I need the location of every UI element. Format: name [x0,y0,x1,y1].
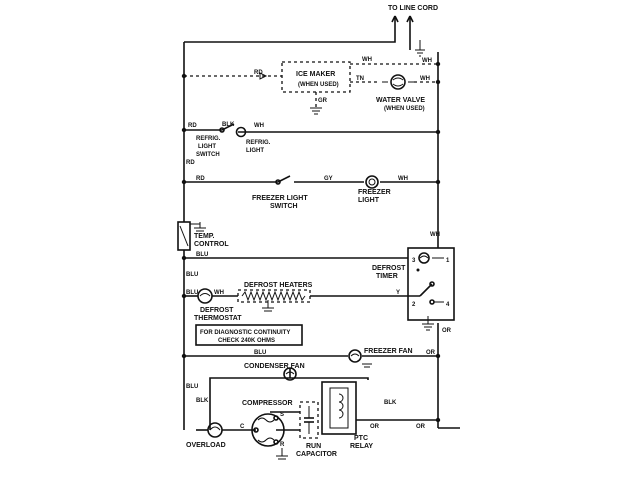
wire-label-wh: WH [422,58,432,64]
wire-label-blu: BLU [196,252,208,258]
wire-label-y: Y [396,290,400,296]
ground-icon [422,316,434,331]
wire-label-blk: BLK [222,122,235,128]
ice-maker-box [281,61,351,93]
wire-label-blu: BLU [186,290,198,296]
defrost-heaters-label: DEFROST HEATERS [244,282,313,289]
terminal-s: S [280,412,284,418]
defrost-timer-label: DEFROST [372,265,406,272]
refrig-light-switch-label: LIGHT [198,144,216,150]
refrig-light-label: LIGHT [246,148,264,154]
freezer-fan-label: FREEZER FAN [364,348,413,355]
refrig-light-switch-icon [219,127,225,133]
wire-label-wh: WH [420,76,430,82]
defrost-thermostat-label: DEFROST [200,307,234,314]
terminal-1: 1 [446,258,450,264]
wire-label-rd: RD [254,70,263,76]
wire-label-blu: BLU [254,350,266,356]
terminal-4: 4 [446,302,450,308]
freezer-light-switch-label: FREEZER LIGHT [252,195,308,202]
defrost-thermostat-icon [197,288,213,304]
defrost-heater-icon [237,289,311,303]
wire-label-or: OR [426,350,436,356]
ground-icon [310,107,322,115]
water-valve-title: WATER VALVE [376,97,425,104]
wire-label-blu: BLU [186,384,198,390]
ground-icon [194,222,206,232]
junction-dots [181,61,441,423]
condenser-fan-icon [283,367,297,381]
wire-label-wh: WH [254,123,264,129]
ptc-relay-icon [321,381,357,435]
run-capacitor-icon [299,401,319,439]
run-capacitor-label: CAPACITOR [296,451,337,458]
wire-label-rd: RD [186,160,195,166]
refrig-light-switch-label: SWITCH [196,152,220,158]
ptc-relay-label: RELAY [350,443,373,450]
wire-label-blu: BLU [186,272,198,278]
wire-label-tn: TN [356,76,364,82]
freezer-fan-icon [348,349,362,363]
arrow-left-icon [259,72,268,80]
defrost-timer-label: TIMER [376,273,398,280]
freezer-light-switch-label: SWITCH [270,203,298,210]
refrig-light-label: REFRIG. [246,140,271,146]
terminal-r: R [280,442,285,448]
terminal-2: 2 [412,302,416,308]
refrig-light-bulb-icon [235,126,247,138]
wire-label-gr: GR [318,98,328,104]
wire-label-blk: BLK [384,400,397,406]
ptc-relay-label: PTC [354,435,368,442]
freezer-light-switch-icon [275,179,281,185]
wire-label-or: OR [442,328,452,334]
defrost-timer-icon [407,247,455,321]
wire-label-rd: RD [196,176,205,182]
diagnostic-note-text: FOR DIAGNOSTIC CONTINUITY [200,330,290,336]
freezer-light-label: FREEZER [358,189,391,196]
wire-label-wh: WH [398,176,408,182]
wire-label-gy: GY [324,176,333,182]
run-capacitor-label: RUN [306,443,321,450]
overload-label: OVERLOAD [186,442,226,449]
temp-control-label: CONTROL [194,241,229,248]
wire-label-wh: WH [430,232,440,238]
line-cord-label: TO LINE CORD [388,5,438,12]
ground-icon [262,300,274,312]
water-valve-subtitle: (WHEN USED) [384,106,425,112]
compressor-label: COMPRESSOR [242,400,293,407]
terminal-3: 3 [412,258,416,264]
ice-maker-title: ICE MAKER [296,71,335,78]
ice-maker-subtitle: (WHEN USED) [298,82,339,88]
ground-icon [362,363,372,368]
terminal-c: C [240,424,245,430]
temp-control-label: TEMP. [194,233,215,240]
wire-label-blk: BLK [196,398,209,404]
wire-label-rd: RD [188,123,197,129]
compressor-icon [251,413,285,447]
freezer-light-bulb-icon [365,175,379,189]
freezer-light-label: LIGHT [358,197,380,204]
condenser-fan-label: CONDENSER FAN [244,363,305,370]
wiring [183,15,460,431]
overload-icon [207,422,223,438]
wire-label-wh: WH [362,57,372,63]
temp-control-icon [177,221,200,251]
diagnostic-note-box [195,324,303,346]
wire-label-or: OR [370,424,380,430]
wire-label-or: OR [416,424,426,430]
ground-icon [409,40,425,57]
defrost-thermostat-label: THERMOSTAT [194,315,242,322]
wire-label-wh: WH [214,290,224,296]
water-valve-icon [382,74,414,90]
ground-icon [276,448,288,460]
refrig-light-switch-label: REFRIG. [196,136,221,142]
diagnostic-note-text: CHECK 240K OHMS [218,338,275,344]
